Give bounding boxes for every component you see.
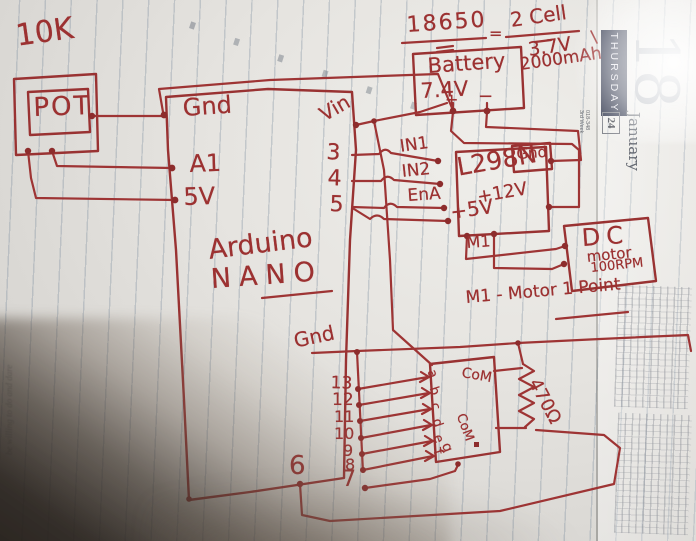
arduino-pin-11: 11 <box>334 407 355 426</box>
arduino-pin-6: 6 <box>289 451 306 481</box>
arduino-pin-7: 7 <box>342 467 356 492</box>
diary-date-box: 24 <box>602 112 620 134</box>
arduino-pin-3: 3 <box>325 140 342 166</box>
arduino-pin-vin: Vin <box>315 89 355 127</box>
segment-pin-g: g <box>437 440 456 455</box>
motor-note: M1 - Motor 1 Point <box>464 274 622 308</box>
segment-pin-a: a <box>423 367 441 380</box>
driver-pin-5v: +5V <box>448 194 495 224</box>
mini-calendar-1 <box>613 284 693 410</box>
mini-calendar-2 <box>613 412 693 536</box>
diary-week-label: 3rd Week <box>578 110 584 134</box>
driver-pin-ena: EnA <box>406 183 442 206</box>
line-top-marks <box>189 21 196 30</box>
decimal-point-pin <box>474 442 479 447</box>
arduino-title-line2: NANO <box>209 256 324 295</box>
diary-date-box-label: 24 <box>605 117 617 129</box>
arduino-pin-10: 10 <box>334 424 355 443</box>
battery-minus-terminal: − <box>478 86 494 107</box>
diary-weekday-box: THURSDAY <box>601 30 627 116</box>
battery-cells: 2 Cell <box>508 0 568 32</box>
driver-pin-in2: IN2 <box>400 159 432 182</box>
arduino-pin-4: 4 <box>327 166 343 192</box>
pot-label: POT <box>32 90 92 123</box>
diary-code: 018-348 <box>584 110 590 131</box>
driver-pin-in1: IN1 <box>398 133 430 157</box>
segment-pin-b: b <box>425 384 443 398</box>
display-com-bottom: CoM <box>452 411 477 444</box>
battery-equals: = <box>489 24 503 43</box>
battery-name: Battery <box>426 48 507 78</box>
segment-pin-d: d <box>428 416 446 430</box>
page-edge-quote: be willing to do and dare <box>4 364 14 455</box>
motor-label-line3: 100RPM <box>589 255 645 276</box>
battery-plus-terminal: + <box>445 90 459 109</box>
pot-value-label: 10K <box>13 10 76 54</box>
segment-pin-c: c <box>426 400 444 413</box>
battery-model: 18650 <box>405 7 488 38</box>
resistor-value-label: 470Ω <box>524 375 566 428</box>
driver-out-m1: M1 <box>465 231 492 252</box>
hand-shadow <box>0 318 450 541</box>
arduino-pin-5: 5 <box>329 192 345 218</box>
arduino-gnd-bottom: Gnd <box>291 320 337 353</box>
arduino-pin-a1: A1 <box>188 148 222 178</box>
arduino-pin-5v: 5V <box>182 181 216 211</box>
diary-month: January <box>625 112 643 171</box>
camera-flash-glare <box>555 0 696 143</box>
soft-shadow <box>150 478 580 541</box>
display-com-top: CoM <box>460 365 494 387</box>
arduino-pin-gnd: Gnd <box>181 90 233 122</box>
driver-pin-gnd: Gnd <box>515 142 548 163</box>
diary-weekday-label: THURSDAY <box>608 32 620 114</box>
diary-day-number: 18 <box>621 31 691 109</box>
